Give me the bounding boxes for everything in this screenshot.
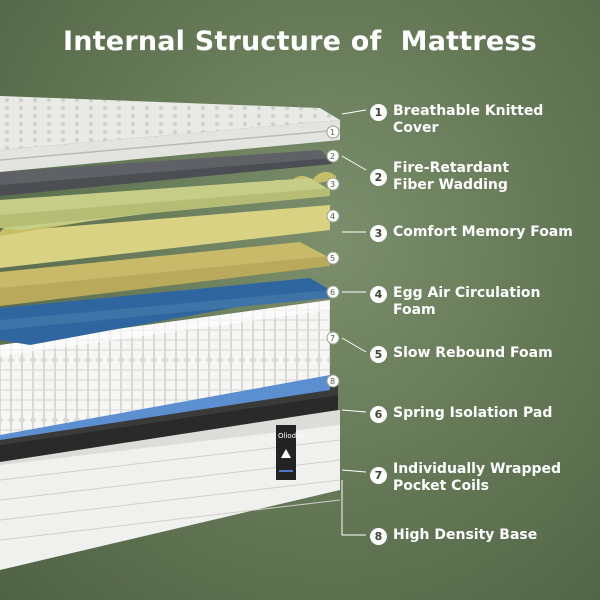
layer-memory-foam — [0, 178, 330, 230]
callout-7-number: 7 — [370, 467, 387, 484]
callout-6-label: Spring Isolation Pad — [393, 405, 553, 421]
callout-2: 2 Fire-Retardant Fiber Wadding — [370, 160, 543, 194]
callout-2-label: Fire-Retardant Fiber Wadding — [393, 160, 510, 193]
callout-5: 5 Slow Rebound Foam — [370, 345, 578, 363]
callout-1: 1 Breathable Knitted Cover — [370, 103, 578, 137]
callout-7: 7 Individually Wrapped Pocket Coils — [370, 461, 563, 495]
callout-4-label: Egg Air Circulation Foam — [393, 285, 541, 318]
callout-7-label: Individually Wrapped Pocket Coils — [393, 461, 562, 494]
svg-text:4: 4 — [330, 212, 335, 221]
layer-slow-rebound-foam — [0, 242, 330, 306]
callout-3-label: Comfort Memory Foam — [393, 224, 573, 240]
callout-4: 4 Egg Air Circulation Foam — [370, 285, 578, 319]
brand-label: Oliodgs — [278, 432, 305, 440]
layer-markers: 1 2 3 4 5 6 7 8 — [326, 125, 340, 388]
callout-8-label: High Density Base — [393, 527, 538, 543]
layer-fiber-wadding — [0, 150, 332, 196]
svg-text:7: 7 — [330, 334, 335, 343]
layer-high-density-base: Oliodgs — [0, 410, 341, 570]
leader-lines — [341, 109, 367, 536]
callout-5-number: 5 — [370, 346, 387, 363]
svg-text:2: 2 — [330, 152, 335, 161]
layer-egg-air-circulation-foam — [0, 278, 330, 345]
svg-text:8: 8 — [330, 377, 335, 386]
svg-text:3: 3 — [330, 180, 335, 189]
svg-text:6: 6 — [330, 288, 335, 297]
svg-text:5: 5 — [330, 254, 335, 263]
callout-3: 3 Comfort Memory Foam — [370, 224, 578, 242]
callout-5-label: Slow Rebound Foam — [393, 345, 553, 361]
page-title: Internal Structure of Mattress — [63, 26, 537, 57]
layer-knitted-cover — [0, 96, 341, 172]
callout-8: 8 High Density Base — [370, 527, 578, 545]
callout-6: 6 Spring Isolation Pad — [370, 405, 578, 423]
callout-6-number: 6 — [370, 406, 387, 423]
callout-1-number: 1 — [370, 104, 387, 121]
callout-2-number: 2 — [370, 169, 387, 186]
svg-text:1: 1 — [330, 128, 335, 137]
callout-1-label: Breathable Knitted Cover — [393, 103, 544, 136]
callout-3-number: 3 — [370, 225, 387, 242]
callout-8-number: 8 — [370, 528, 387, 545]
callout-4-number: 4 — [370, 286, 387, 303]
